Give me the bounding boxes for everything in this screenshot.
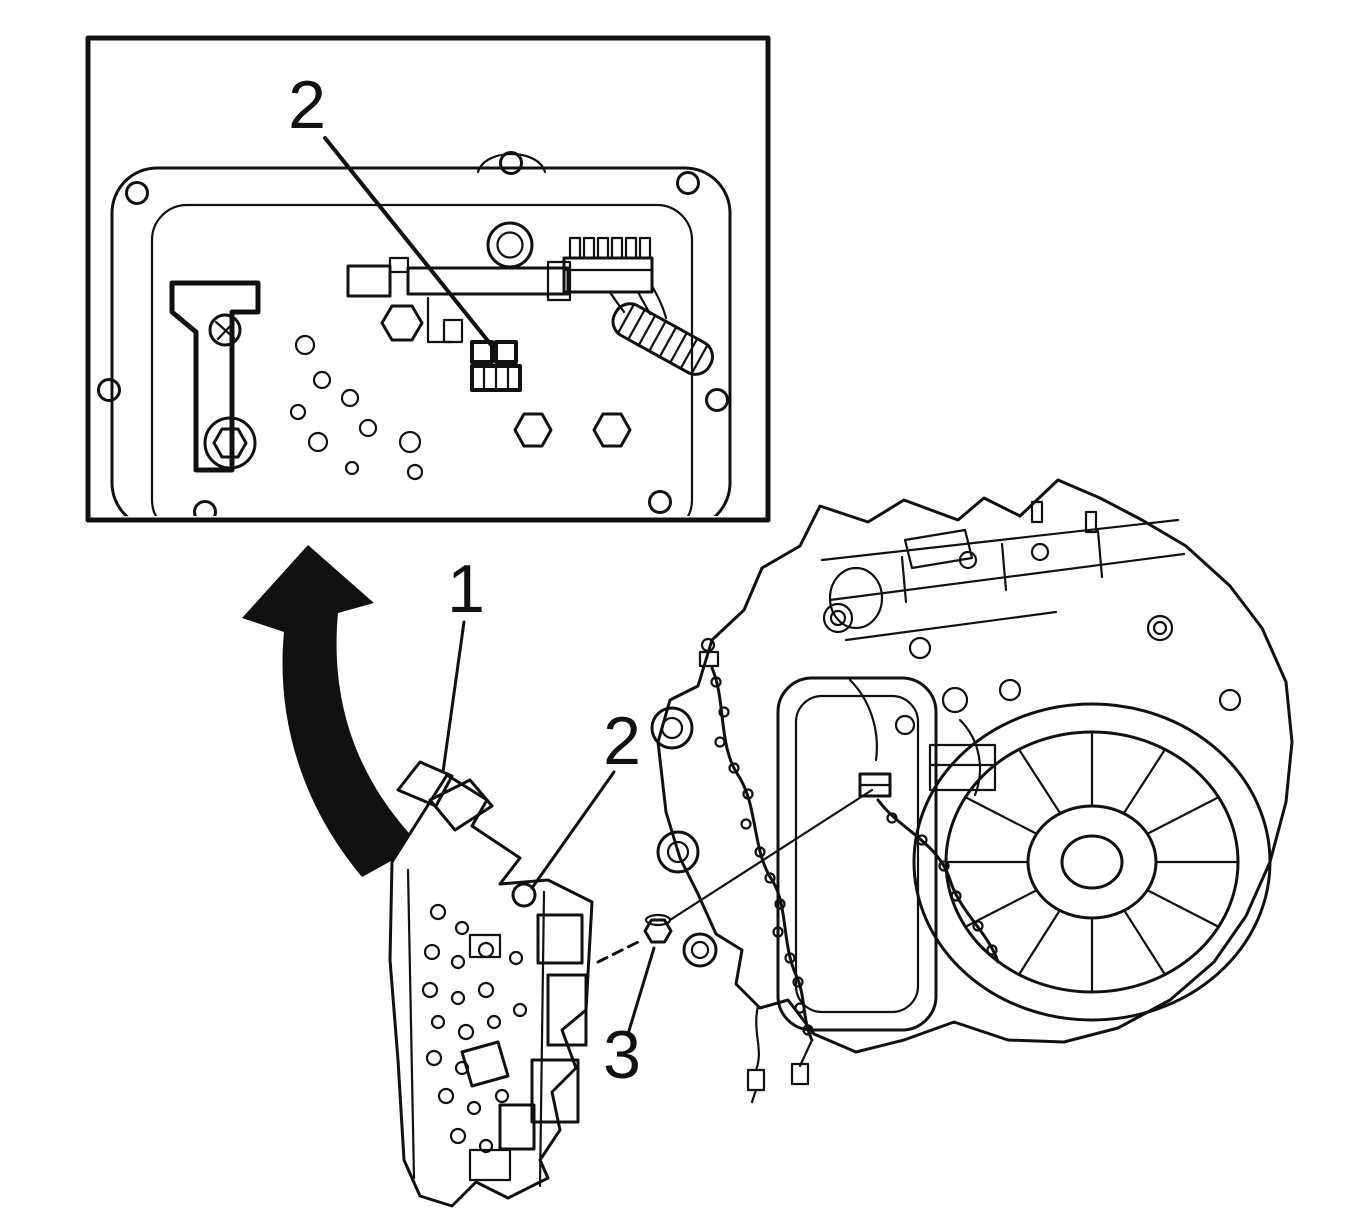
guide-pin [511,882,537,908]
inset-case-drawing [97,151,732,516]
inset-view: 2 [85,35,771,523]
callout-1-label: 1 [447,551,485,627]
fastener-item-3 [596,788,874,964]
callout-2-main: 2 [530,703,641,890]
callout-1-leader [441,620,466,774]
callout-3-label: 3 [603,1017,641,1093]
callout-3-leader [626,946,656,1036]
inset-retainer [470,340,522,392]
removal-arrow [242,545,420,877]
callout-1: 1 [441,551,485,774]
fastener-nut [643,918,673,944]
valve-body-drawing [388,760,594,1208]
inset-wire-conduit [611,302,714,376]
inset-callout-2-label: 2 [288,67,326,143]
wiring-harness [698,637,1000,1104]
transmission-drawing [650,478,1294,1104]
alignment-line-dashed [596,938,644,964]
inset-border [85,35,771,523]
alignment-line-solid [668,788,874,922]
callout-3: 3 [603,946,656,1093]
inset-callout-2-leader [323,136,494,348]
callout-2-label: 2 [603,703,641,779]
callout-2-leader [530,770,616,890]
